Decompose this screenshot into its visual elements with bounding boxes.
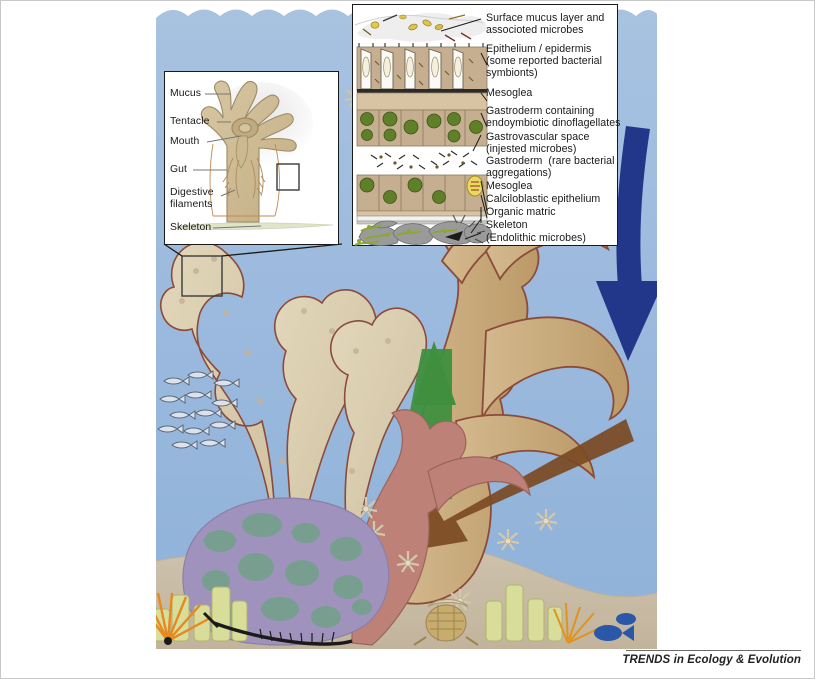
polyp-label-skeleton: Skeleton <box>170 222 212 233</box>
polyp-label-digestive: Digestive <box>170 187 214 198</box>
gastroderm-lower <box>356 174 488 212</box>
tissue-label-endolithic: (Endolithic microbes) <box>486 232 586 244</box>
fish-school <box>157 370 240 450</box>
polyp-mouth-inner <box>238 123 252 133</box>
mesoglea-upper <box>356 92 488 111</box>
mesoglea-lower <box>356 210 488 217</box>
polyp-label-mouth: Mouth <box>170 136 200 147</box>
organic-matrix <box>356 220 488 225</box>
polyp-diagram <box>178 80 334 230</box>
figure-caption: TRENDS in Ecology & Evolution <box>622 650 801 666</box>
polyp-label-gut: Gut <box>170 164 188 175</box>
tissue-label-epithelium: Epithelium / epidermis(some reported bac… <box>486 43 603 80</box>
tissue-diagram <box>354 12 492 246</box>
feather-star-orange-right <box>553 602 607 644</box>
calicoblastic-epithelium <box>356 215 488 222</box>
skeleton-layer <box>354 214 492 246</box>
polyp-label-filaments: filaments <box>170 199 213 210</box>
feather-star-orange <box>156 592 213 645</box>
blue-fish <box>594 613 636 641</box>
polyp-wall-left <box>209 143 214 217</box>
tissue-label-gastrovascular-space: Gastrovascular space(injested microbes) <box>486 131 590 156</box>
epithelium-layer <box>356 43 488 93</box>
polyp-label-tentacle: Tentacle <box>170 116 210 127</box>
zoom-region-box <box>276 163 300 191</box>
boring-organism <box>445 231 463 241</box>
water-flow-arrow-blue <box>596 126 657 361</box>
tissue-leader-lines <box>440 18 488 240</box>
label-leader-lines <box>193 93 262 229</box>
polyp-wall-right <box>274 143 280 217</box>
caption-text: TRENDS in Ecology & Evolution <box>622 654 801 666</box>
gastroderm-upper <box>356 109 488 147</box>
tissue-label-skeleton: Skeleton <box>486 219 528 231</box>
tissue-label-mesoglea-lower: Mesoglea <box>486 180 533 192</box>
polyp-gut <box>235 135 249 169</box>
dinoflagellate-symbionts <box>360 111 483 143</box>
polyp-inset: Mucus Tentacle Mouth Gut Digestive filam… <box>164 71 339 245</box>
tissue-label-organic-matrix: Organic matric <box>486 206 556 218</box>
tissue-label-mesoglea-upper: Mesoglea <box>486 87 533 99</box>
surface-mucus-layer <box>354 12 487 42</box>
magnifier-callout <box>163 243 343 297</box>
gastrovascular-space <box>370 150 478 170</box>
tissue-label-calicoblastic: Calciloblastic epithelium <box>486 193 601 205</box>
hermit-crab <box>413 599 479 646</box>
caption-rule <box>626 650 801 651</box>
polyp-label-mucus: Mucus <box>170 88 202 99</box>
sea-urchin-black <box>202 611 353 646</box>
mucus-microbes <box>362 14 472 42</box>
